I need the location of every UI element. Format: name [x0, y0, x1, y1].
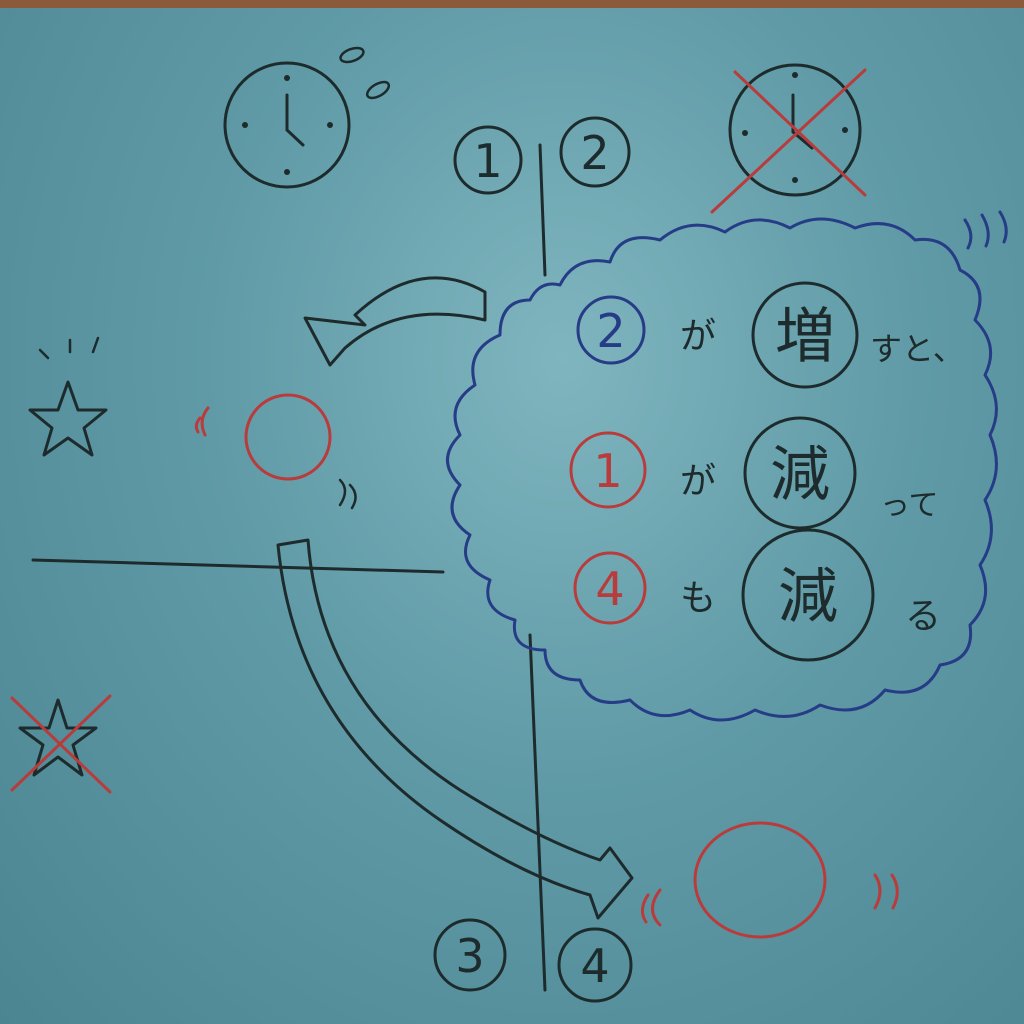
- clock-crossed-icon: [710, 63, 867, 214]
- vertical-axis-bottom: [528, 633, 547, 992]
- bubble-line-1-particle: が: [680, 316, 716, 357]
- bubble-line-3: 4 も 減 る: [573, 528, 941, 662]
- bubble-line-2-tail: って: [880, 488, 939, 523]
- bubble-line-3-tail: る: [905, 596, 941, 637]
- red-circle-large-icon: [641, 821, 899, 939]
- star-crossed-icon: [10, 694, 112, 794]
- horizontal-axis: [31, 558, 445, 574]
- bubble-line-2-number: 1: [593, 444, 622, 498]
- star-icon: [28, 336, 108, 457]
- bubble-line-1: 2 が 増 すと、: [576, 281, 965, 389]
- quadrant-label-2: 2: [559, 116, 631, 188]
- svg-text:3: 3: [455, 929, 484, 983]
- bubble-line-2-verb: 減: [770, 440, 830, 510]
- bubble-line-3-particle: も: [680, 578, 716, 619]
- paper-edge: [0, 0, 1024, 8]
- svg-text:2: 2: [580, 126, 609, 180]
- bubble-line-2-particle: が: [680, 461, 716, 502]
- red-circle-icon: [194, 393, 357, 510]
- bubble-line-3-verb: 減: [778, 562, 838, 632]
- quadrant-label-4: 4: [557, 927, 633, 1003]
- quadrant-label-3: 3: [433, 918, 507, 992]
- bubble-line-1-tail: すと、: [870, 330, 965, 368]
- curved-arrow-top: [303, 276, 487, 367]
- long-arrow-down: [276, 538, 634, 920]
- clock-icon: [223, 46, 391, 189]
- vertical-axis-top: [538, 143, 547, 277]
- svg-text:4: 4: [580, 939, 609, 993]
- bubble-line-1-number: 2: [596, 304, 625, 358]
- bubble-line-1-verb: 増: [775, 302, 835, 372]
- thought-bubble: [446, 217, 998, 722]
- svg-text:1: 1: [473, 134, 502, 188]
- bubble-line-2: 1 が 減 って: [569, 416, 939, 530]
- quadrant-label-1: 1: [453, 125, 523, 195]
- bubble-line-3-number: 4: [595, 562, 624, 616]
